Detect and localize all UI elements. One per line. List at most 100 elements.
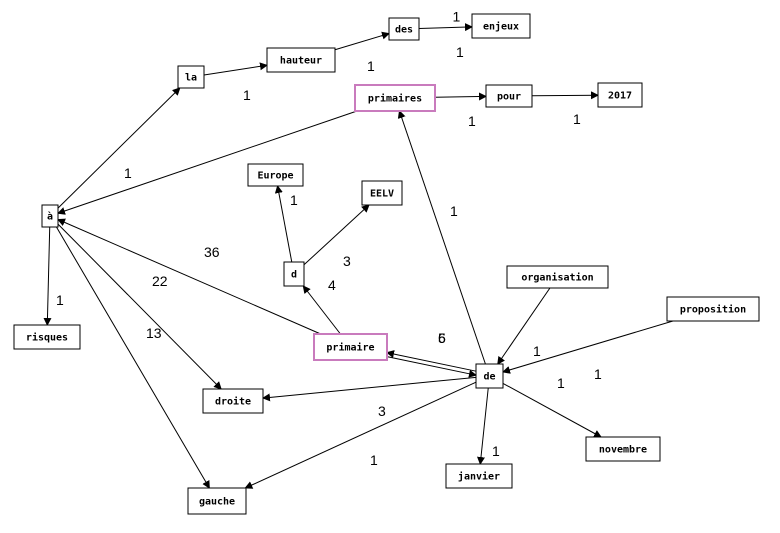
- edge-weight-primaire-de: 5: [438, 330, 446, 346]
- node-box-risques: [13, 324, 81, 350]
- node-label-proposition: proposition: [680, 304, 746, 316]
- node-novembre[interactable]: novembre: [585, 436, 661, 462]
- edge-des-enjeux: [418, 23, 473, 32]
- edge-a-gauche: [56, 226, 210, 489]
- node-box-novembre: [585, 436, 661, 462]
- node-droite[interactable]: droite: [202, 388, 264, 414]
- node-box-la: [177, 65, 205, 89]
- node-box-des: [388, 17, 420, 41]
- node-box-eelv: [361, 180, 403, 206]
- node-la[interactable]: la: [177, 65, 205, 89]
- node-europe[interactable]: Europe: [247, 163, 304, 187]
- node-proposition[interactable]: proposition: [666, 296, 760, 322]
- node-y2017[interactable]: 2017: [597, 82, 643, 108]
- node-enjeux[interactable]: enjeux: [471, 13, 531, 39]
- edge-weight-la-hauteur: 1: [367, 58, 375, 74]
- edge-weight-d-europe: 1: [290, 192, 298, 208]
- node-label-eelv: EELV: [370, 189, 394, 200]
- edge-primaires-pour: [434, 92, 487, 101]
- node-primaires[interactable]: primaires: [354, 84, 436, 112]
- node-a[interactable]: à: [41, 204, 59, 228]
- node-risques[interactable]: risques: [13, 324, 81, 350]
- node-label-des: des: [395, 25, 413, 36]
- edge-la-hauteur: [203, 62, 268, 76]
- node-label-enjeux: enjeux: [483, 21, 519, 33]
- node-box-primaires: [354, 84, 436, 112]
- edge-a-la: [57, 87, 181, 209]
- edge-weight-a-risques: 1: [56, 292, 64, 308]
- node-label-pour: pour: [497, 92, 521, 103]
- node-box-pour: [485, 84, 533, 108]
- edge-primaire-de: [386, 356, 477, 378]
- edge-weight-de-primaire: 6: [438, 330, 446, 346]
- node-label-europe: Europe: [257, 171, 293, 182]
- node-des[interactable]: des: [388, 17, 420, 41]
- node-label-janvier: janvier: [458, 471, 500, 483]
- edge-de-janvier: [477, 387, 489, 465]
- node-box-janvier: [445, 463, 513, 489]
- node-label-a: à: [47, 211, 53, 223]
- node-hauteur[interactable]: hauteur: [266, 47, 336, 73]
- node-label-d: d: [291, 270, 297, 281]
- node-box-y2017: [597, 82, 643, 108]
- edge-weight-proposition-de: 1: [594, 366, 602, 382]
- node-label-organisation: organisation: [521, 272, 593, 284]
- edge-weight-de-primaires: 1: [450, 203, 458, 219]
- node-organisation[interactable]: organisation: [506, 265, 609, 289]
- node-label-droite: droite: [215, 396, 251, 408]
- edge-weight-des-enjeux: 1: [453, 9, 461, 25]
- edge-pour-y2017: [531, 91, 599, 100]
- edge-de-novembre: [502, 382, 602, 438]
- node-gauche[interactable]: gauche: [187, 487, 247, 515]
- edge-weight-organisation-de: 1: [533, 343, 541, 359]
- node-label-primaires: primaires: [368, 93, 422, 105]
- node-d[interactable]: d: [283, 261, 305, 287]
- node-label-risques: risques: [26, 332, 68, 344]
- node-box-enjeux: [471, 13, 531, 39]
- node-label-de: de: [483, 372, 495, 383]
- node-box-d: [283, 261, 305, 287]
- node-label-y2017: 2017: [608, 91, 632, 102]
- edge-weight-primaire-a: 36: [204, 244, 220, 260]
- edge-weight-primaires-pour: 1: [468, 113, 476, 129]
- edge-a-risques: [43, 226, 52, 326]
- edge-weight-a-gauche: 13: [146, 325, 162, 341]
- node-box-primaire: [313, 333, 388, 361]
- node-janvier[interactable]: janvier: [445, 463, 513, 489]
- edge-primaire-a: [57, 218, 321, 335]
- edge-weight-d-eelv: 3: [343, 253, 351, 269]
- node-box-de: [475, 363, 504, 389]
- edge-d-eelv: [303, 204, 370, 266]
- edge-a-droite: [57, 223, 222, 390]
- edge-weight-de-droite: 3: [378, 403, 386, 419]
- edge-weight-primaire-d: 4: [328, 277, 336, 293]
- node-label-hauteur: hauteur: [280, 56, 322, 67]
- edge-de-gauche: [244, 381, 477, 489]
- node-label-la: la: [185, 73, 197, 84]
- edge-organisation-de: [497, 287, 551, 365]
- node-label-gauche: gauche: [199, 497, 235, 508]
- node-box-proposition: [666, 296, 760, 322]
- edge-weight-a-droite: 22: [152, 273, 168, 289]
- node-de[interactable]: de: [475, 363, 504, 389]
- edge-primaires-a: [57, 110, 358, 215]
- edge-weight-hauteur-des: 1: [456, 44, 464, 60]
- edge-primaire-d: [302, 285, 341, 335]
- edge-weight-de-janvier: 1: [492, 443, 500, 459]
- node-box-organisation: [506, 265, 609, 289]
- node-eelv[interactable]: EELV: [361, 180, 403, 206]
- edge-proposition-de: [502, 320, 674, 374]
- node-box-droite: [202, 388, 264, 414]
- node-primaire[interactable]: primaire: [313, 333, 388, 361]
- edge-weight-a-la: 1: [243, 87, 251, 103]
- edge-weight-pour-y2017: 1: [573, 111, 581, 127]
- edge-de-primaires: [397, 110, 486, 365]
- edge-weight-de-gauche: 1: [370, 452, 378, 468]
- edge-de-primaire: [386, 350, 477, 372]
- node-label-primaire: primaire: [326, 342, 374, 354]
- node-box-a: [41, 204, 59, 228]
- edge-d-europe: [274, 185, 293, 263]
- node-pour[interactable]: pour: [485, 84, 533, 108]
- edge-weight-primaires-a: 1: [124, 165, 132, 181]
